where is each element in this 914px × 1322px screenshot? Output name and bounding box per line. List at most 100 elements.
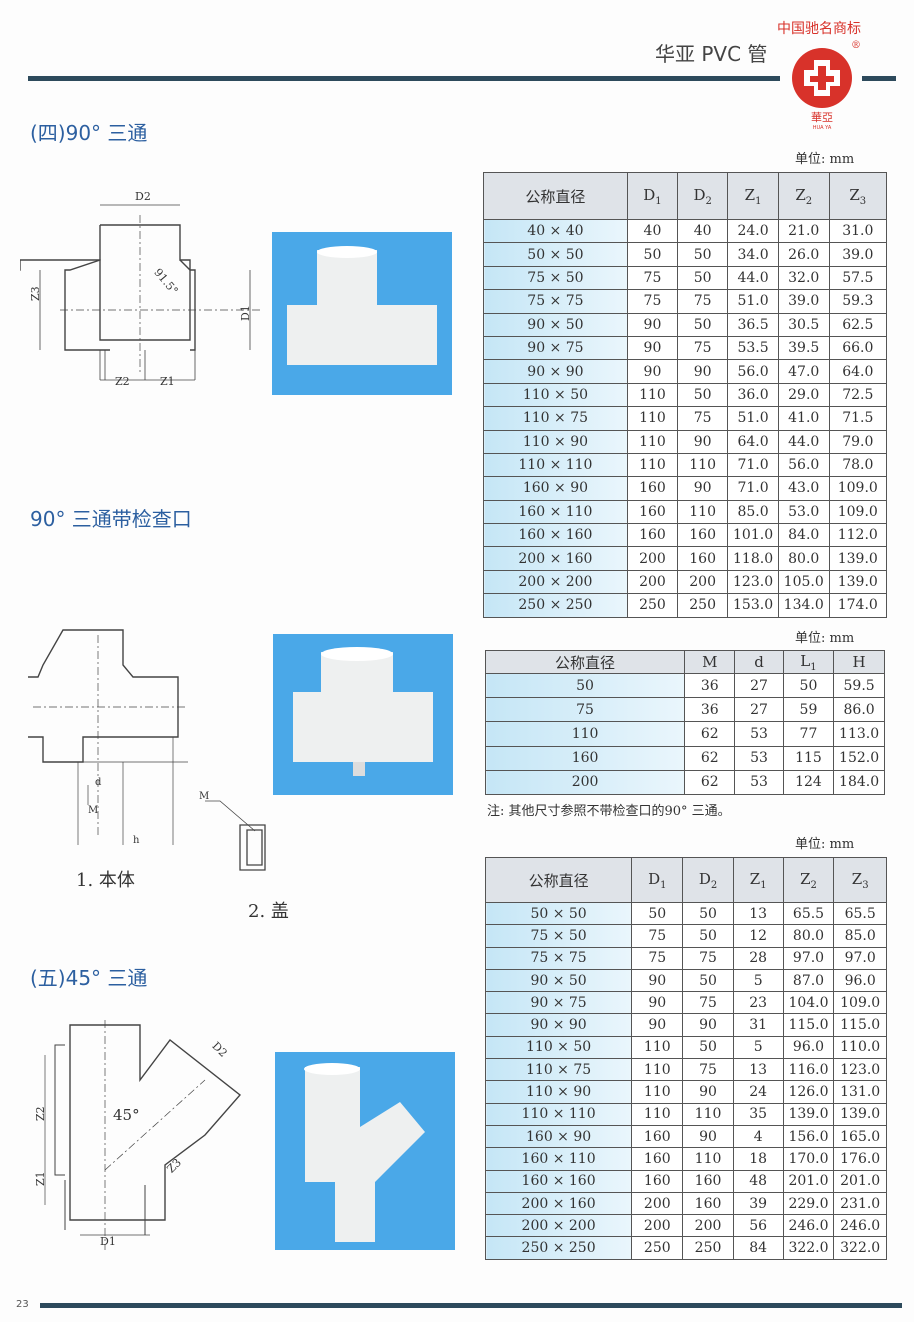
value-cell: 75 bbox=[626, 289, 679, 314]
value-cell: 4 bbox=[732, 1124, 784, 1149]
value-cell: 170.0 bbox=[782, 1147, 835, 1171]
value-cell: 31 bbox=[732, 1013, 784, 1037]
value-cell: 62 bbox=[684, 721, 736, 747]
value-cell: 110 bbox=[626, 429, 679, 454]
value-cell: 90 bbox=[631, 991, 684, 1015]
value-cell: 62.5 bbox=[828, 312, 888, 337]
value-cell: 80.0 bbox=[777, 546, 830, 571]
value-cell: 80.0 bbox=[782, 924, 835, 948]
nominal-diameter-cell: 200 × 160 bbox=[484, 1191, 633, 1216]
value-cell: 13 bbox=[732, 901, 784, 926]
value-cell: 75 bbox=[626, 265, 679, 291]
value-cell: 184.0 bbox=[833, 769, 885, 795]
value-cell: 139.0 bbox=[782, 1102, 835, 1126]
header-rule bbox=[28, 76, 780, 81]
value-cell: 116.0 bbox=[782, 1058, 835, 1082]
caption-cap: 2. 盖 bbox=[248, 901, 289, 922]
value-cell: 101.0 bbox=[727, 523, 779, 548]
value-cell: 28 bbox=[732, 946, 784, 970]
column-header: Z1 bbox=[732, 857, 784, 903]
value-cell: 90 bbox=[682, 1013, 734, 1037]
value-cell: 53 bbox=[734, 745, 784, 771]
value-cell: 43.0 bbox=[777, 476, 830, 501]
value-cell: 109.0 bbox=[833, 991, 887, 1015]
value-cell: 84 bbox=[732, 1236, 784, 1260]
column-header: D2 bbox=[677, 172, 729, 220]
value-cell: 18 bbox=[732, 1147, 784, 1171]
value-cell: 50 bbox=[677, 265, 729, 291]
value-cell: 200 bbox=[631, 1214, 684, 1238]
value-cell: 126.0 bbox=[782, 1080, 835, 1104]
value-cell: 12 bbox=[732, 924, 784, 948]
nominal-diameter-cell: 90 × 75 bbox=[484, 991, 633, 1015]
value-cell: 75 bbox=[677, 335, 729, 361]
nominal-diameter-cell: 75 × 50 bbox=[484, 924, 633, 948]
registered-mark: ® bbox=[851, 40, 861, 51]
value-cell: 96.0 bbox=[782, 1035, 835, 1060]
value-cell: 153.0 bbox=[727, 593, 779, 618]
value-cell: 200 bbox=[626, 546, 679, 571]
value-cell: 64.0 bbox=[727, 429, 779, 454]
value-cell: 78.0 bbox=[828, 452, 888, 478]
value-cell: 75 bbox=[682, 946, 734, 970]
value-cell: 110 bbox=[682, 1102, 734, 1126]
value-cell: 85.0 bbox=[833, 924, 887, 948]
value-cell: 36 bbox=[684, 672, 736, 699]
value-cell: 250 bbox=[682, 1236, 734, 1260]
value-cell: 90 bbox=[626, 312, 679, 337]
value-cell: 123.0 bbox=[727, 569, 779, 595]
svg-text:h: h bbox=[133, 835, 140, 845]
value-cell: 200 bbox=[682, 1214, 734, 1238]
column-header: d bbox=[734, 650, 784, 674]
value-cell: 50 bbox=[677, 312, 729, 337]
nominal-diameter-cell: 160 × 90 bbox=[484, 1124, 633, 1149]
value-cell: 90 bbox=[682, 1124, 734, 1149]
tee-90-photo bbox=[272, 232, 452, 395]
value-cell: 75 bbox=[631, 924, 684, 948]
nominal-diameter-cell: 110 × 50 bbox=[483, 382, 628, 408]
value-cell: 110 bbox=[626, 382, 679, 408]
value-cell: 27 bbox=[734, 697, 784, 723]
value-cell: 40 bbox=[626, 218, 679, 244]
value-cell: 75 bbox=[677, 289, 729, 314]
nominal-diameter-cell: 110 × 90 bbox=[484, 1080, 633, 1104]
value-cell: 160 bbox=[631, 1169, 684, 1193]
svg-text:HUA YA: HUA YA bbox=[813, 125, 832, 130]
inspection-cap-drawing: M bbox=[199, 791, 266, 871]
nominal-diameter-cell: 75 × 75 bbox=[483, 289, 628, 314]
tee-inspection-photo bbox=[273, 634, 453, 795]
value-cell: 64.0 bbox=[828, 359, 888, 384]
value-cell: 71.0 bbox=[727, 476, 779, 501]
svg-text:D2: D2 bbox=[135, 190, 151, 203]
value-cell: 109.0 bbox=[828, 476, 888, 501]
unit-label: 单位: mm bbox=[795, 837, 855, 852]
value-cell: 84.0 bbox=[777, 523, 830, 548]
svg-text:M: M bbox=[199, 791, 209, 802]
nominal-diameter-cell: 40 × 40 bbox=[483, 218, 628, 244]
value-cell: 160 bbox=[682, 1191, 734, 1216]
svg-text:D1: D1 bbox=[239, 305, 252, 321]
section-title-45-tee: (五)45° 三通 bbox=[30, 966, 148, 990]
value-cell: 87.0 bbox=[782, 968, 835, 993]
value-cell: 110 bbox=[682, 1147, 734, 1171]
value-cell: 246.0 bbox=[782, 1214, 835, 1238]
unit-label: 单位: mm bbox=[795, 152, 855, 167]
value-cell: 160 bbox=[626, 499, 679, 525]
column-header: Z2 bbox=[777, 172, 830, 220]
